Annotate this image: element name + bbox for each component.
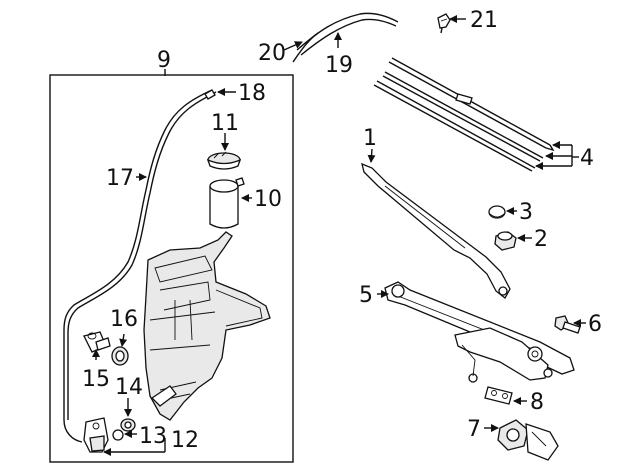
callout-12: 12	[171, 428, 199, 453]
callout-14: 14	[115, 375, 143, 400]
pump-15	[83, 331, 111, 353]
callout-10: 10	[254, 187, 282, 212]
callout-3: 3	[519, 200, 533, 225]
nut-2	[494, 231, 517, 251]
callout-7: 7	[467, 417, 481, 442]
bolt-6	[554, 315, 581, 334]
wiper-blades-4	[373, 57, 555, 172]
washer-nozzle-21	[437, 13, 451, 34]
grommet-16	[111, 346, 129, 366]
cap-3	[488, 205, 506, 219]
connector-18	[204, 89, 217, 100]
hose-19	[296, 12, 399, 56]
callout-9: 9	[157, 48, 171, 73]
hose-20	[292, 32, 319, 63]
seal-14	[120, 418, 136, 432]
callout-5: 5	[359, 283, 373, 308]
filler-neck-10	[209, 177, 245, 229]
callout-8: 8	[530, 390, 544, 415]
leader-lines	[92, 15, 586, 456]
callout-16: 16	[110, 307, 138, 332]
wiper-linkage-5	[384, 281, 575, 383]
wiper-arm-1	[361, 162, 511, 299]
wiper-motor-7	[497, 419, 559, 461]
callout-18: 18	[238, 81, 266, 106]
callout-1: 1	[363, 126, 377, 151]
callout-11: 11	[211, 111, 239, 136]
pump-12	[83, 417, 109, 453]
reservoir-tank-9	[143, 231, 271, 421]
reservoir-group-box	[49, 74, 294, 463]
callout-20: 20	[258, 41, 286, 66]
callout-6: 6	[588, 312, 602, 337]
callout-15: 15	[82, 367, 110, 392]
bracket-8	[484, 386, 513, 405]
seal-13	[112, 429, 124, 441]
filler-cap-11	[206, 151, 242, 170]
callout-4: 4	[580, 146, 594, 171]
callout-17: 17	[106, 166, 134, 191]
callout-21: 21	[470, 8, 498, 33]
hose-17	[63, 89, 216, 443]
callout-13: 13	[139, 424, 167, 449]
callout-19: 19	[325, 53, 353, 78]
callout-2: 2	[534, 227, 548, 252]
